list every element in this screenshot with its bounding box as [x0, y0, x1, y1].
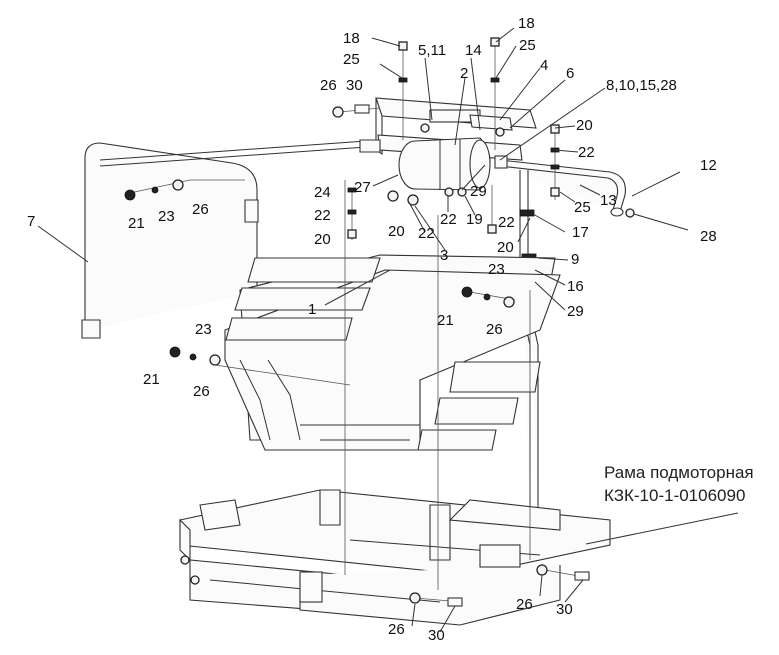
label-21: 21 [437, 312, 454, 329]
label-9: 9 [571, 251, 579, 268]
label-19: 19 [466, 211, 483, 228]
caption-line-1: Рама подмоторная [604, 463, 754, 482]
label-13: 13 [600, 192, 617, 209]
label-6: 6 [566, 65, 574, 82]
fasteners [124, 37, 635, 607]
leader-lines [37, 27, 739, 633]
label-22: 22 [314, 207, 331, 224]
label-23: 23 [158, 208, 175, 225]
label-12: 12 [700, 157, 717, 174]
shroud-panel-part-1 [224, 254, 561, 451]
label-22: 22 [498, 214, 515, 231]
label-25: 25 [343, 51, 360, 68]
label-30: 30 [428, 627, 445, 644]
label-25: 25 [574, 199, 591, 216]
label-26: 26 [486, 321, 503, 338]
label-24: 24 [314, 184, 331, 201]
label-20: 20 [576, 117, 593, 134]
label-23: 23 [195, 321, 212, 338]
label-18: 18 [343, 30, 360, 47]
label-26: 26 [193, 383, 210, 400]
label-26: 26 [192, 201, 209, 218]
engine-subframe [179, 489, 611, 626]
frame-caption: Рама подмоторная КЗК-10-1-0106090 [604, 463, 754, 505]
caption-line-2: КЗК-10-1-0106090 [604, 486, 745, 505]
label-17: 17 [572, 224, 589, 241]
label-20: 20 [314, 231, 331, 248]
label-16: 16 [567, 278, 584, 295]
label-14: 14 [465, 42, 482, 59]
label-4: 4 [540, 57, 548, 74]
label-1: 1 [308, 301, 316, 318]
label-28: 28 [700, 228, 717, 245]
label-22: 22 [440, 211, 457, 228]
label-30: 30 [346, 77, 363, 94]
label-22: 22 [418, 225, 435, 242]
label-26: 26 [388, 621, 405, 638]
label-20: 20 [497, 239, 514, 256]
label-30: 30 [556, 601, 573, 618]
label-2: 2 [460, 65, 468, 82]
label-22: 22 [578, 144, 595, 161]
label-21: 21 [143, 371, 160, 388]
label-18: 18 [518, 15, 535, 32]
label-25: 25 [519, 37, 536, 54]
label-27: 27 [354, 179, 371, 196]
label-7: 7 [27, 213, 35, 230]
position-labels: 18 18 25 25 5,11 14 2 4 6 8,10,15,28 26 … [27, 15, 717, 644]
label-29: 29 [567, 303, 584, 320]
label-3: 3 [440, 247, 448, 264]
label-5-11: 5,11 [418, 42, 446, 59]
label-21: 21 [128, 215, 145, 232]
tank-bracket-assembly [359, 97, 537, 191]
label-26: 26 [516, 596, 533, 613]
label-26: 26 [320, 77, 337, 94]
label-8-10-15-28: 8,10,15,28 [606, 77, 677, 94]
label-20: 20 [388, 223, 405, 240]
label-29: 29 [470, 183, 487, 200]
hose-part-9 [517, 170, 539, 540]
label-23: 23 [488, 261, 505, 278]
